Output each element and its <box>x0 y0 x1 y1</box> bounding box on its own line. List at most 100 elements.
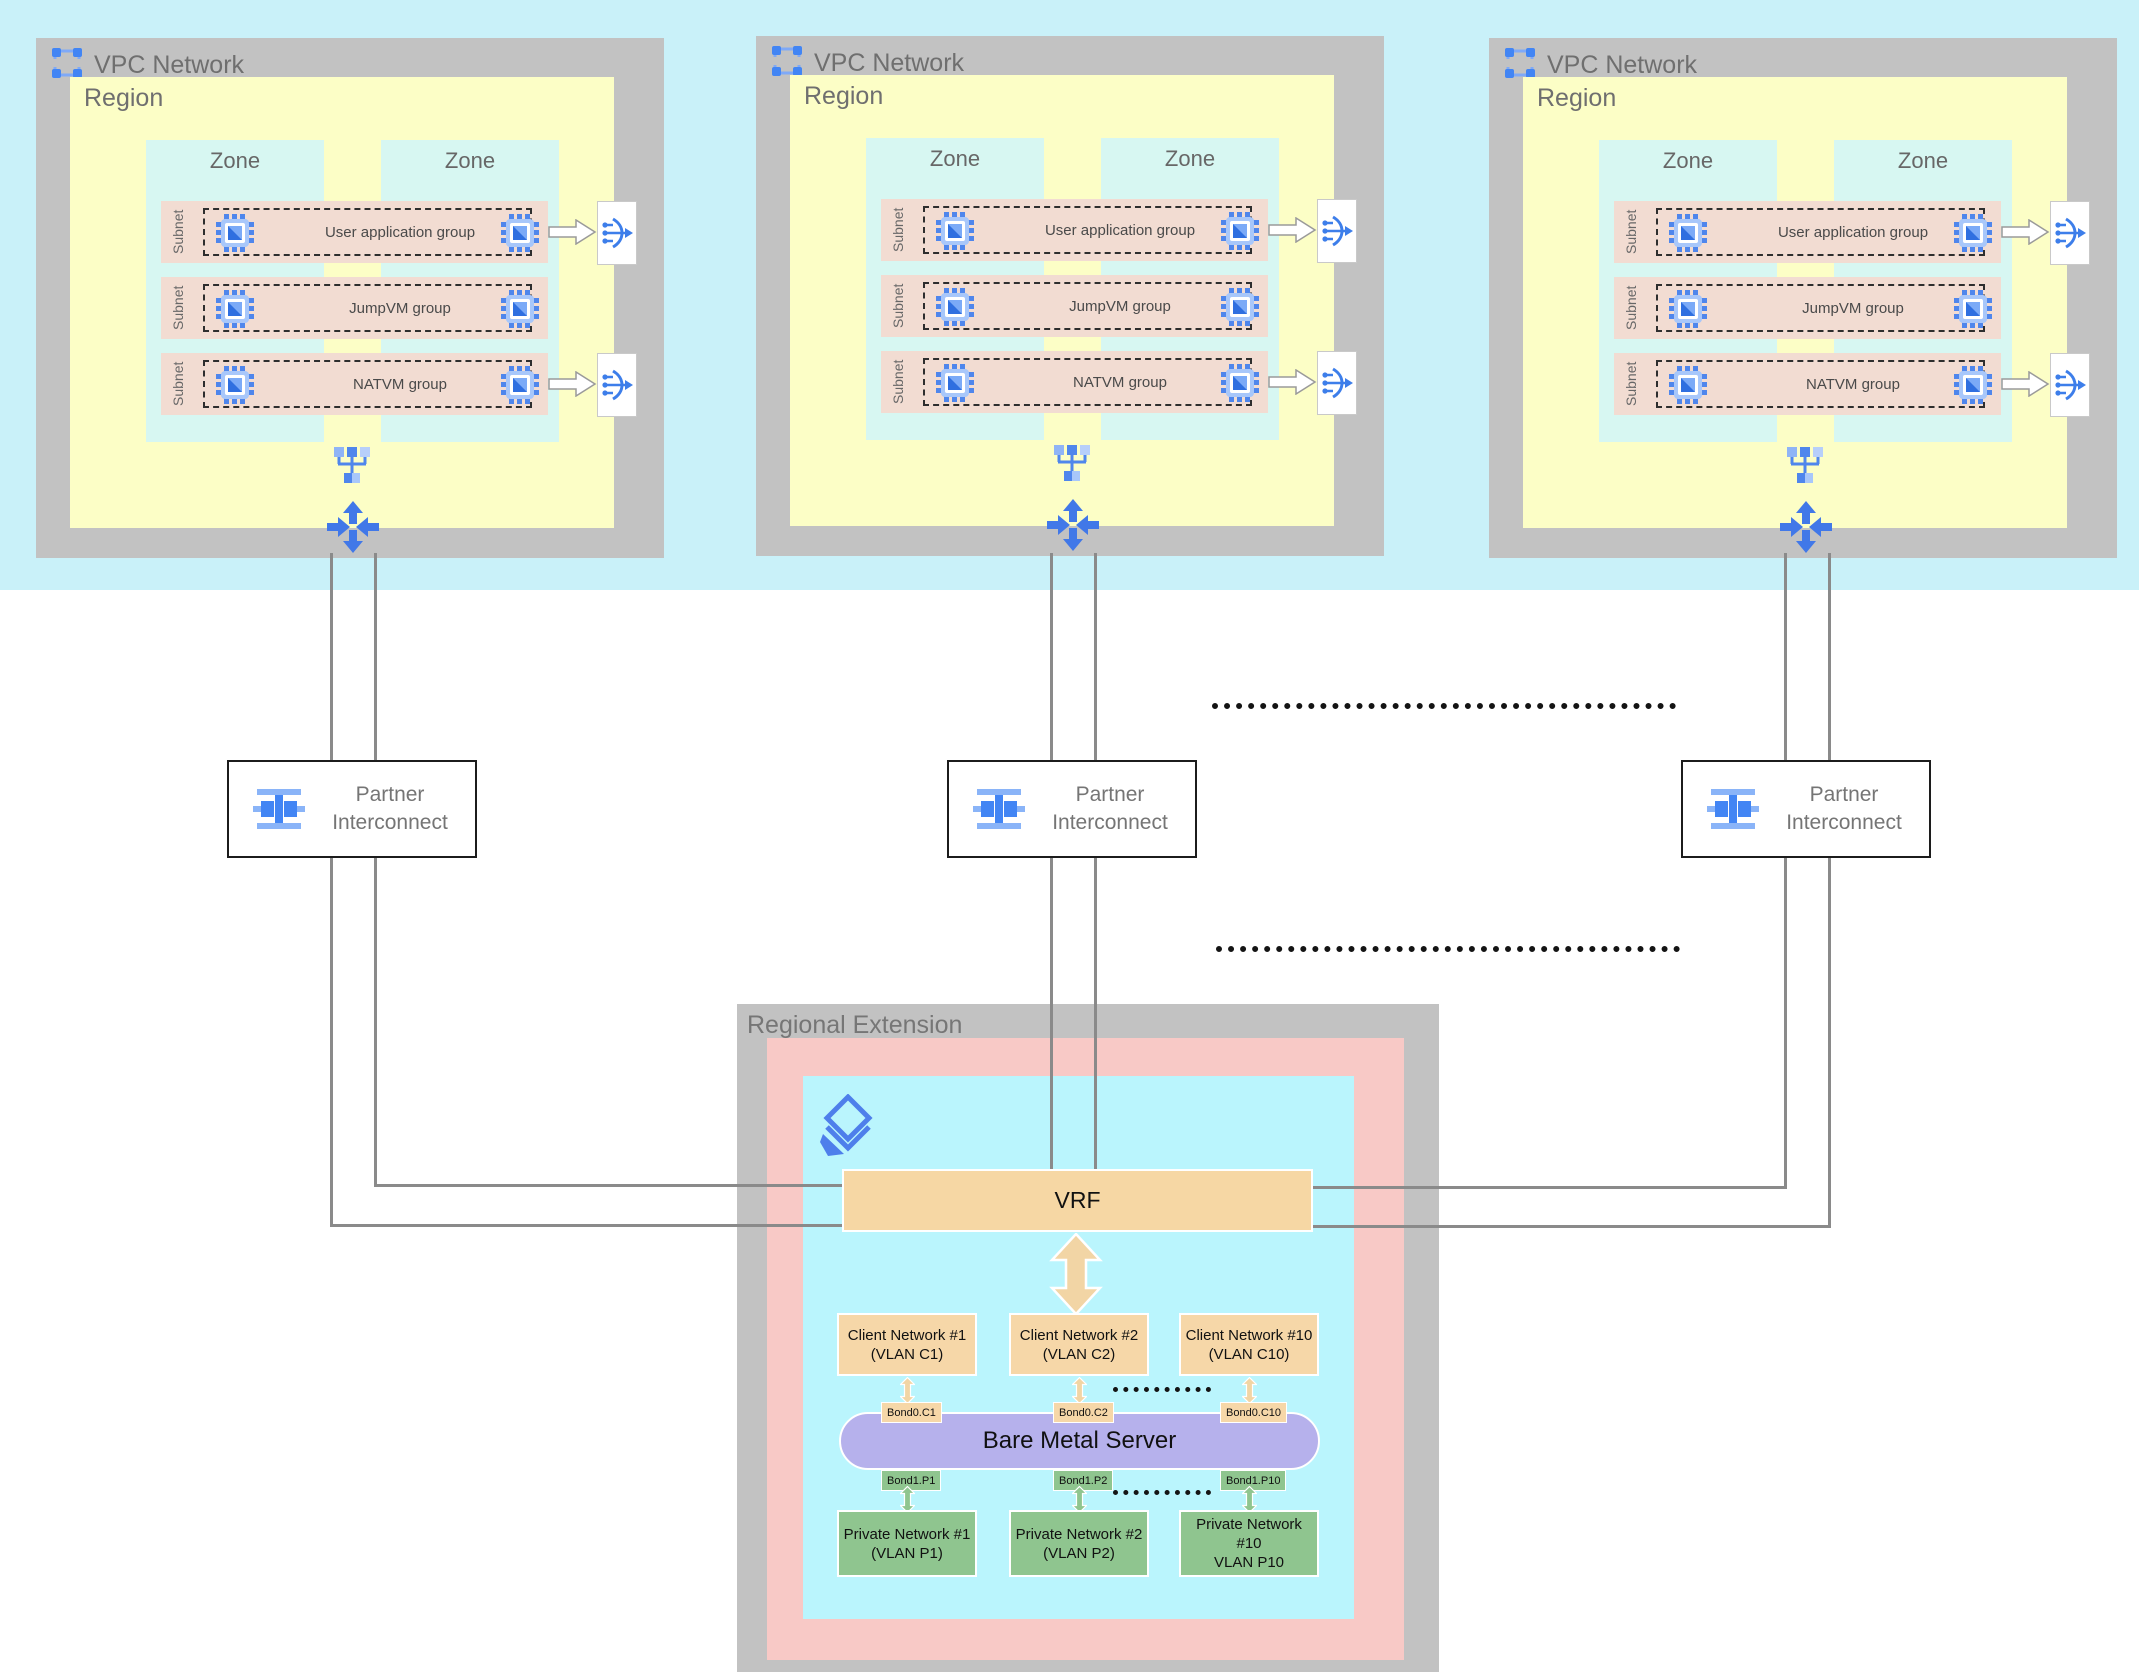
compute-vm-icon <box>501 366 539 404</box>
bond-label: Bond0.C2 <box>1053 1402 1114 1423</box>
load-balancer-box <box>2050 201 2090 265</box>
link-vpc1-a <box>330 553 333 1227</box>
pi-line2: Interconnect <box>332 811 448 834</box>
bond-arrow-green <box>900 1486 915 1513</box>
load-balancer-box <box>2050 353 2090 417</box>
pi-line1: Partner <box>1075 783 1145 806</box>
client-network-line: (VLAN C10) <box>1208 1345 1290 1363</box>
pi-line1: Partner <box>355 783 425 806</box>
vpc-network-icon <box>1505 48 1535 78</box>
subnet-row-natvm: Subnet NATVM group <box>161 353 548 415</box>
private-network-line: (VLAN P2) <box>1043 1544 1115 1562</box>
instance-group-box: User application group <box>203 208 539 256</box>
link-vpc3-b-horizontal <box>1313 1225 1831 1228</box>
partner-interconnect-icon <box>973 789 1025 829</box>
load-balancer-icon <box>2053 217 2087 249</box>
link-vpc3-a-horizontal <box>1313 1186 1787 1189</box>
load-balancer-box <box>597 201 637 265</box>
load-balancer-icon <box>600 217 634 249</box>
partner-interconnect-1: Partner Interconnect <box>227 760 477 858</box>
bond-arrow-tan <box>1242 1377 1257 1404</box>
bond-label: Bond1.P10 <box>1220 1470 1287 1491</box>
link-vpc1-b-horizontal <box>374 1184 842 1187</box>
egress-arrow <box>548 371 596 397</box>
egress-arrow <box>2001 219 2049 245</box>
partner-interconnect-3: Partner Interconnect <box>1681 760 1931 858</box>
load-balancer-icon <box>600 369 634 401</box>
load-balancer-box <box>597 353 637 417</box>
region-1: Region Zone Zone Subnet User application… <box>70 77 637 553</box>
instance-group-box: JumpVM group <box>923 282 1259 330</box>
bond-arrow-green <box>1072 1486 1087 1513</box>
instance-group-box: JumpVM group <box>1656 284 1992 332</box>
group-label: User application group <box>324 223 476 241</box>
compute-vm-icon <box>936 212 974 250</box>
subnet-label: Subnet <box>890 283 906 329</box>
compute-vm-icon <box>216 366 254 404</box>
compute-vm-icon <box>1954 290 1992 328</box>
compute-vm-icon <box>501 214 539 252</box>
private-network-line: (VLAN P1) <box>871 1544 943 1562</box>
subnet-row-natvm: Subnet NATVM group <box>881 351 1268 413</box>
subnet-label: Subnet <box>170 285 186 331</box>
compute-vm-icon <box>1954 214 1992 252</box>
vpc-network-icon <box>772 46 802 76</box>
instance-group-box: User application group <box>1656 208 1992 256</box>
compute-vm-icon <box>936 364 974 402</box>
partner-interconnect-2: Partner Interconnect <box>947 760 1197 858</box>
subnet-label: Subnet <box>170 361 186 407</box>
region-label: Region <box>84 84 164 112</box>
repetition-dots-private <box>1113 1490 1211 1495</box>
compute-vm-icon <box>1669 366 1707 404</box>
client-network-line: Client Network #2 <box>1019 1326 1139 1344</box>
zone-label: Zone <box>1662 148 1714 173</box>
egress-arrow <box>548 219 596 245</box>
bond-arrow-tan <box>900 1377 915 1404</box>
instance-group-box: User application group <box>923 206 1259 254</box>
instance-group-box: NATVM group <box>923 358 1259 406</box>
zone-label: Zone <box>1164 146 1216 171</box>
egress-arrow <box>2001 371 2049 397</box>
vrf-bar: VRF <box>842 1169 1313 1232</box>
compute-vm-icon <box>1221 288 1259 326</box>
private-network-line: Private Network #1 <box>843 1525 971 1543</box>
region-label: Region <box>1537 84 1617 112</box>
group-label: JumpVM group <box>1069 297 1171 315</box>
compute-vm-icon <box>1669 214 1707 252</box>
bond-arrow-tan <box>1072 1377 1087 1404</box>
partner-interconnect-label: Partner Interconnect <box>1025 781 1195 837</box>
instance-group-box: NATVM group <box>1656 360 1992 408</box>
group-label: User application group <box>1044 221 1196 239</box>
network-switch-icon <box>332 447 372 484</box>
compute-vm-icon <box>1221 212 1259 250</box>
vrf-double-arrow <box>1049 1233 1103 1315</box>
compute-vm-icon <box>216 290 254 328</box>
region-label: Region <box>804 82 884 110</box>
subnet-label: Subnet <box>890 359 906 405</box>
load-balancer-icon <box>1320 367 1354 399</box>
link-vpc1-a-horizontal <box>330 1224 842 1227</box>
link-vpc1-b <box>374 553 377 1187</box>
link-vpc3-a <box>1784 553 1787 1189</box>
region-3: Region Zone Zone Subnet User application… <box>1523 77 2090 553</box>
load-balancer-icon <box>1320 215 1354 247</box>
subnet-row-natvm: Subnet NATVM group <box>1614 353 2001 415</box>
group-label: NATVM group <box>1073 373 1167 391</box>
private-network-1: Private Network #1 (VLAN P1) <box>837 1510 977 1577</box>
link-vpc2-b <box>1094 553 1097 1169</box>
group-label: JumpVM group <box>1802 299 1904 317</box>
load-balancer-box <box>1317 199 1357 263</box>
client-network-line: (VLAN C1) <box>870 1345 944 1363</box>
partner-interconnect-icon <box>253 789 305 829</box>
private-network-line: Private Network <box>1196 1516 1302 1533</box>
partner-interconnect-label: Partner Interconnect <box>305 781 475 837</box>
vpc-network-3: VPC Network Region Zone Zone Subnet User… <box>1489 38 2117 558</box>
bond-label: Bond1.P1 <box>881 1470 942 1491</box>
zone-label: Zone <box>929 146 981 171</box>
bond-label: Bond1.P2 <box>1053 1470 1114 1491</box>
zone-label: Zone <box>1897 148 1949 173</box>
compute-vm-icon <box>501 290 539 328</box>
instance-group-box: NATVM group <box>203 360 539 408</box>
repetition-dots-top <box>1212 703 1676 709</box>
bond-label: Bond0.C10 <box>1220 1402 1288 1423</box>
